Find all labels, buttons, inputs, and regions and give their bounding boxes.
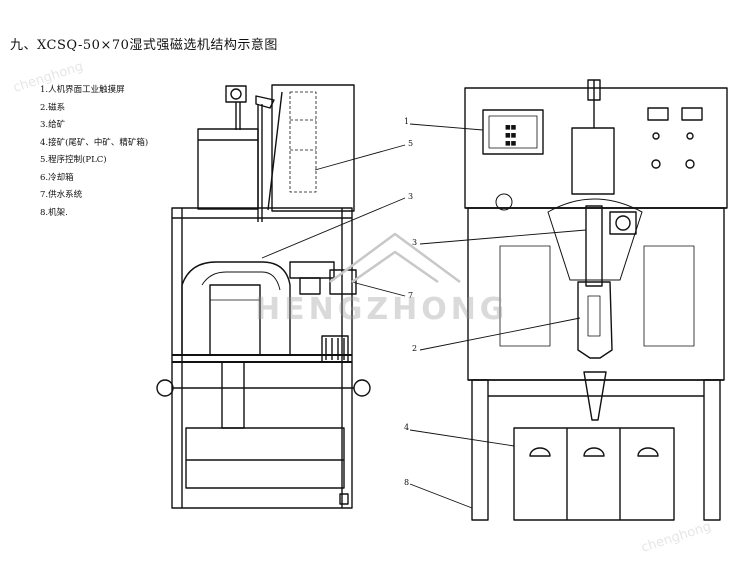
motor [609, 211, 637, 235]
plc-cabinet [271, 84, 355, 212]
feed-tank [571, 127, 615, 195]
discharge-cone [583, 371, 607, 421]
hmi-button: ■■ [505, 124, 517, 131]
legend-item: 1.人机界面工业触摸屏 [40, 85, 125, 95]
lower-tank [185, 427, 345, 489]
bearing-block [321, 335, 349, 363]
machine-frame [171, 207, 353, 509]
legend-item: 8.机架. [40, 207, 68, 218]
separation-matrix [577, 281, 613, 359]
callout-label: 3 [408, 192, 414, 201]
brand-watermark: HENGZHONG [255, 292, 509, 327]
hmi-touchscreen [482, 109, 544, 155]
feed-tank [197, 128, 259, 210]
legend-item: 3.给矿 [40, 120, 66, 130]
hmi-button: ■■ [505, 132, 517, 139]
collection-boxes [513, 427, 675, 521]
gauge [647, 107, 669, 121]
gauge [681, 107, 703, 121]
callout-label: 7 [408, 291, 414, 300]
cooling-louver-right [643, 245, 695, 347]
hmi-button: ■■ [505, 140, 517, 147]
coil [209, 284, 261, 356]
callout-label: 3 [412, 238, 418, 247]
side-view [156, 84, 371, 509]
legend-item: 4.接矿(尾矿、中矿、精矿箱) [40, 137, 149, 148]
cooling-louver-left [499, 245, 551, 347]
legend-item: 6.冷却箱 [40, 172, 74, 183]
callout-label: 4 [404, 423, 410, 432]
magnet-yoke [181, 261, 291, 356]
legend-item: 5.程序控制(PLC) [40, 155, 107, 165]
callout-label: 2 [412, 344, 418, 353]
diagram-title: 九、XCSQ-50×70湿式强磁选机结构示意图 [10, 38, 278, 53]
callout-label: 5 [408, 139, 414, 148]
callout-label: 8 [404, 478, 410, 487]
front-view [464, 79, 728, 521]
legend-item: 2.磁系 [40, 102, 66, 113]
legend-list: 1.人机界面工业触摸屏 2.磁系 3.给矿 4.接矿(尾矿、中矿、精矿箱) 5.… [40, 82, 148, 222]
legend-item: 7.供水系统 [40, 190, 83, 200]
callout-label: 1 [404, 117, 410, 126]
